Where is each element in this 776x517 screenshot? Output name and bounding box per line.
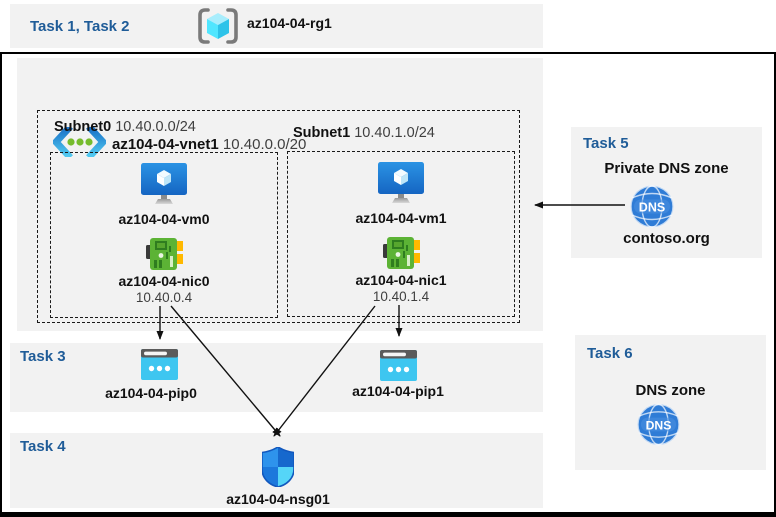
task5-label: Task 5 xyxy=(583,135,629,152)
nic0-ip: 10.40.0.4 xyxy=(135,290,193,305)
subnet1-label: Subnet1 10.40.1.0/24 xyxy=(293,125,435,141)
public-ip-icon xyxy=(141,349,178,380)
nsg-shield-icon xyxy=(262,447,294,487)
subnet0-name: Subnet0 xyxy=(54,119,112,135)
resource-group-name: az104-04-rg1 xyxy=(247,15,332,31)
resource-group-icon xyxy=(198,8,238,44)
nic-icon xyxy=(382,237,420,269)
task3-band xyxy=(10,343,543,412)
vnet-region: az104-04-vnet1 10.40.0.0/20 Subnet0 10.4… xyxy=(17,58,543,331)
nsg-name: az104-04-nsg01 xyxy=(226,491,330,507)
vm0-name: az104-04-vm0 xyxy=(118,211,210,227)
subnet0-label: Subnet0 10.40.0.0/24 xyxy=(54,119,196,135)
subnet1-cidr: 10.40.1.0/24 xyxy=(354,125,435,141)
task1-task2-label: Task 1, Task 2 xyxy=(30,18,130,35)
vnet-title: az104-04-vnet1 10.40.0.0/20 xyxy=(112,136,306,153)
dns-icon-text: DNS xyxy=(646,418,672,432)
vm1-name: az104-04-vm1 xyxy=(355,210,447,226)
subnets-boundary: Subnet0 10.40.0.0/24 az104-04-vm0 xyxy=(37,110,520,323)
nic-icon xyxy=(145,238,183,270)
vnet-cidr: 10.40.0.0/20 xyxy=(222,136,307,153)
diagram-frame xyxy=(0,52,776,517)
task6-label: Task 6 xyxy=(587,345,633,362)
vm-icon xyxy=(141,163,187,204)
subnet0-cidr: 10.40.0.0/24 xyxy=(115,119,196,135)
nic0-name: az104-04-nic0 xyxy=(118,273,210,289)
nic1-ip: 10.40.1.4 xyxy=(372,289,430,304)
dns-icon-text: DNS xyxy=(639,201,665,215)
task1-task2-band: Task 1, Task 2 xyxy=(10,4,543,48)
public-ip-icon xyxy=(380,350,417,381)
vm-icon xyxy=(378,162,424,203)
pip1-name: az104-04-pip1 xyxy=(352,383,444,399)
nic1-name: az104-04-nic1 xyxy=(355,272,447,288)
dns-zone-title: DNS zone xyxy=(635,382,706,399)
task6-box: Task 6 DNS zone DNS xyxy=(575,335,766,470)
private-dns-zone-title: Private DNS zone xyxy=(604,160,729,177)
dns-icon: DNS xyxy=(637,403,680,446)
task3-label: Task 3 xyxy=(20,348,66,365)
task5-box: Task 5 Private DNS zone DNS contoso.org xyxy=(571,127,762,258)
vnet-name: az104-04-vnet1 xyxy=(112,136,219,153)
subnet1-name: Subnet1 xyxy=(293,125,351,141)
subnet1-node-box: az104-04-vm1 az104-04-nic1 10.40.1.4 xyxy=(287,151,515,317)
private-dns-zone-name: contoso.org xyxy=(623,230,710,247)
task4-label: Task 4 xyxy=(20,438,66,455)
subnet0-node-box: az104-04-vm0 az104-04-nic0 10.40.0.4 xyxy=(50,152,278,318)
pip0-name: az104-04-pip0 xyxy=(105,385,197,401)
virtual-network-icon xyxy=(53,127,106,157)
dns-icon: DNS xyxy=(630,185,674,228)
